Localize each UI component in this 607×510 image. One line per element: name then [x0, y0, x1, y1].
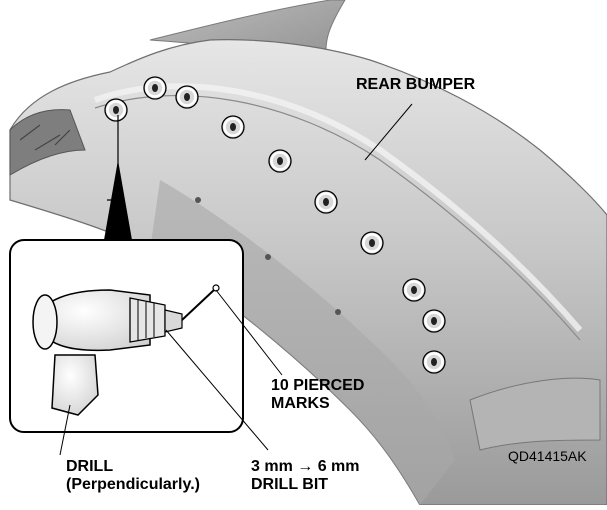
- bumper-crease: [94, 83, 583, 332]
- pierced-mark: [175, 85, 199, 109]
- bumper-right-recess: [469, 377, 601, 451]
- pierced-mark: [221, 115, 245, 139]
- drill-bit-label: 3 mm → 6 mm DRILL BIT: [251, 458, 359, 494]
- drill-leader: [59, 404, 71, 456]
- pierced-mark: [360, 231, 384, 255]
- pierced-marks: [104, 76, 446, 374]
- marks-leader: [215, 289, 283, 376]
- pierced-marks-label-line1: 10 PIERCED: [271, 377, 365, 394]
- bit-leader: [165, 329, 269, 451]
- hole-marker: [212, 284, 220, 292]
- drill-label: DRILL (Perpendicularly.): [66, 458, 200, 494]
- pierced-mark: [143, 76, 167, 100]
- drill-icon: [32, 289, 183, 416]
- pierced-marks-label: 10 PIERCED MARKS: [271, 377, 364, 413]
- pierced-mark: [402, 278, 426, 302]
- pierced-mark: [422, 309, 446, 333]
- rear-bumper-label: REAR BUMPER: [356, 76, 476, 93]
- drill-bit-label-line1: 3 mm → 6 mm: [251, 458, 360, 475]
- pierced-mark: [314, 190, 338, 214]
- drill-label-line1: DRILL: [66, 458, 114, 475]
- bumper-leader: [364, 103, 413, 161]
- pierced-mark: [104, 98, 128, 122]
- drill-bit: [181, 289, 215, 321]
- pierced-mark: [422, 350, 446, 374]
- drill-bit-label-line2: DRILL BIT: [251, 476, 329, 493]
- pierced-mark: [268, 149, 292, 173]
- drill-label-line2: (Perpendicularly.): [66, 476, 200, 493]
- callout-pointer: [104, 160, 132, 240]
- pierced-marks-label-line2: MARKS: [271, 395, 330, 412]
- figure-code: QD41415AK: [508, 448, 587, 464]
